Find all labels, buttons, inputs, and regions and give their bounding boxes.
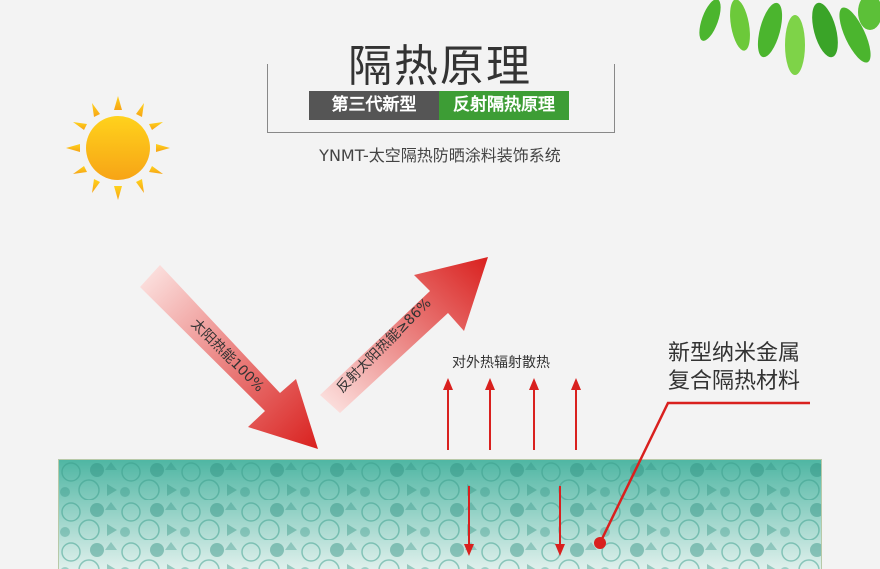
material-callout-line-icon [594,401,810,549]
insulation-layer [58,459,822,569]
material-label-line1: 新型纳米金属 [668,341,801,366]
sun-icon [66,96,170,200]
badge-generation: 第三代新型 [309,91,439,120]
badge-principle: 反射隔热原理 [439,91,569,120]
leaves-decoration-icon [699,0,880,75]
radiation-arrows-icon [443,378,581,450]
subtitle: YNMT-太空隔热防晒涂料装饰系统 [319,146,561,165]
material-label: 新型纳米金属 复合隔热材料 [668,340,800,396]
page-title: 隔热原理 [348,41,532,92]
material-label-line2: 复合隔热材料 [668,369,801,394]
absorbed-heat-arrows-icon [464,486,565,556]
reflected-heat-arrow-icon [320,257,488,413]
title-frame [267,64,615,133]
incoming-heat-arrow-icon [140,265,318,449]
particle-pattern-icon [59,460,821,569]
radiation-label: 对外热辐射散热 [452,355,550,371]
